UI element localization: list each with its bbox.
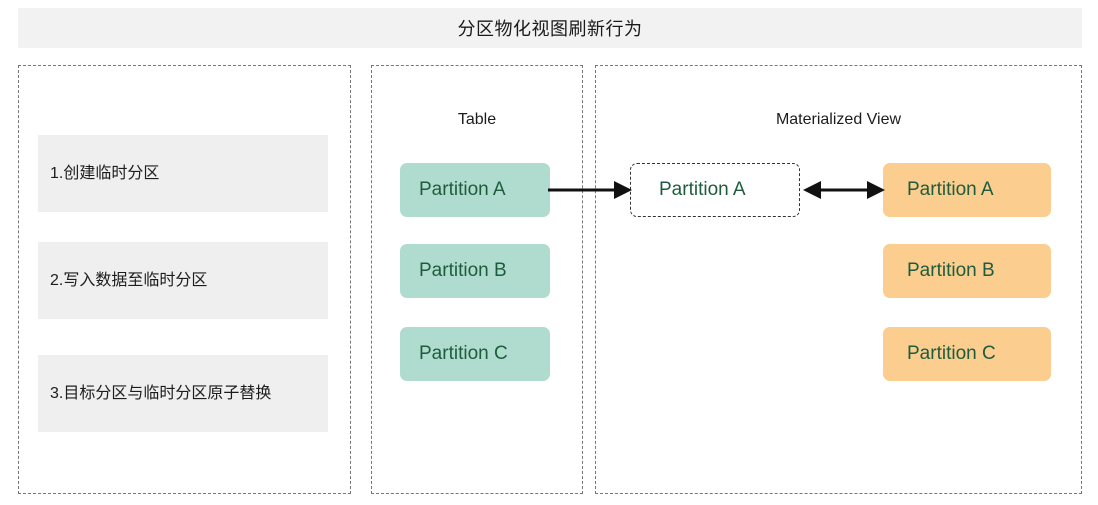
table-partition-c-label: Partition C — [419, 343, 508, 364]
table-partition-b: Partition B — [400, 244, 550, 298]
materialized-view-caption: Materialized View — [775, 111, 902, 128]
arrow-table-to-temp-icon — [548, 181, 632, 199]
mv-partition-b-label: Partition B — [907, 260, 995, 281]
arrow-temp-to-mv-icon — [803, 181, 885, 199]
mv-partition-a: Partition A — [883, 163, 1051, 217]
mv-partition-a-label: Partition A — [907, 179, 994, 200]
table-partition-a-label: Partition A — [419, 179, 506, 200]
step-box-1: 1.创建临时分区 — [38, 135, 328, 212]
temp-partition-a-label: Partition A — [659, 179, 746, 200]
step-label-1: 1.创建临时分区 — [50, 164, 160, 182]
mv-partition-b: Partition B — [883, 244, 1051, 298]
table-partition-a: Partition A — [400, 163, 550, 217]
step-label-2: 2.写入数据至临时分区 — [50, 271, 208, 289]
page-title: 分区物化视图刷新行为 — [457, 19, 643, 39]
diagram-title-bar: 分区物化视图刷新行为 — [18, 8, 1082, 48]
materialized-view-panel — [595, 65, 1082, 494]
steps-panel — [18, 65, 351, 494]
table-panel — [371, 65, 583, 494]
step-box-3: 3.目标分区与临时分区原子替换 — [38, 355, 328, 432]
table-partition-b-label: Partition B — [419, 260, 507, 281]
mv-partition-c-label: Partition C — [907, 343, 996, 364]
table-partition-c: Partition C — [400, 327, 550, 381]
table-caption: Table — [457, 111, 497, 128]
temp-partition-a: Partition A — [630, 163, 800, 217]
step-box-2: 2.写入数据至临时分区 — [38, 242, 328, 319]
mv-partition-c: Partition C — [883, 327, 1051, 381]
step-label-3: 3.目标分区与临时分区原子替换 — [50, 384, 272, 402]
